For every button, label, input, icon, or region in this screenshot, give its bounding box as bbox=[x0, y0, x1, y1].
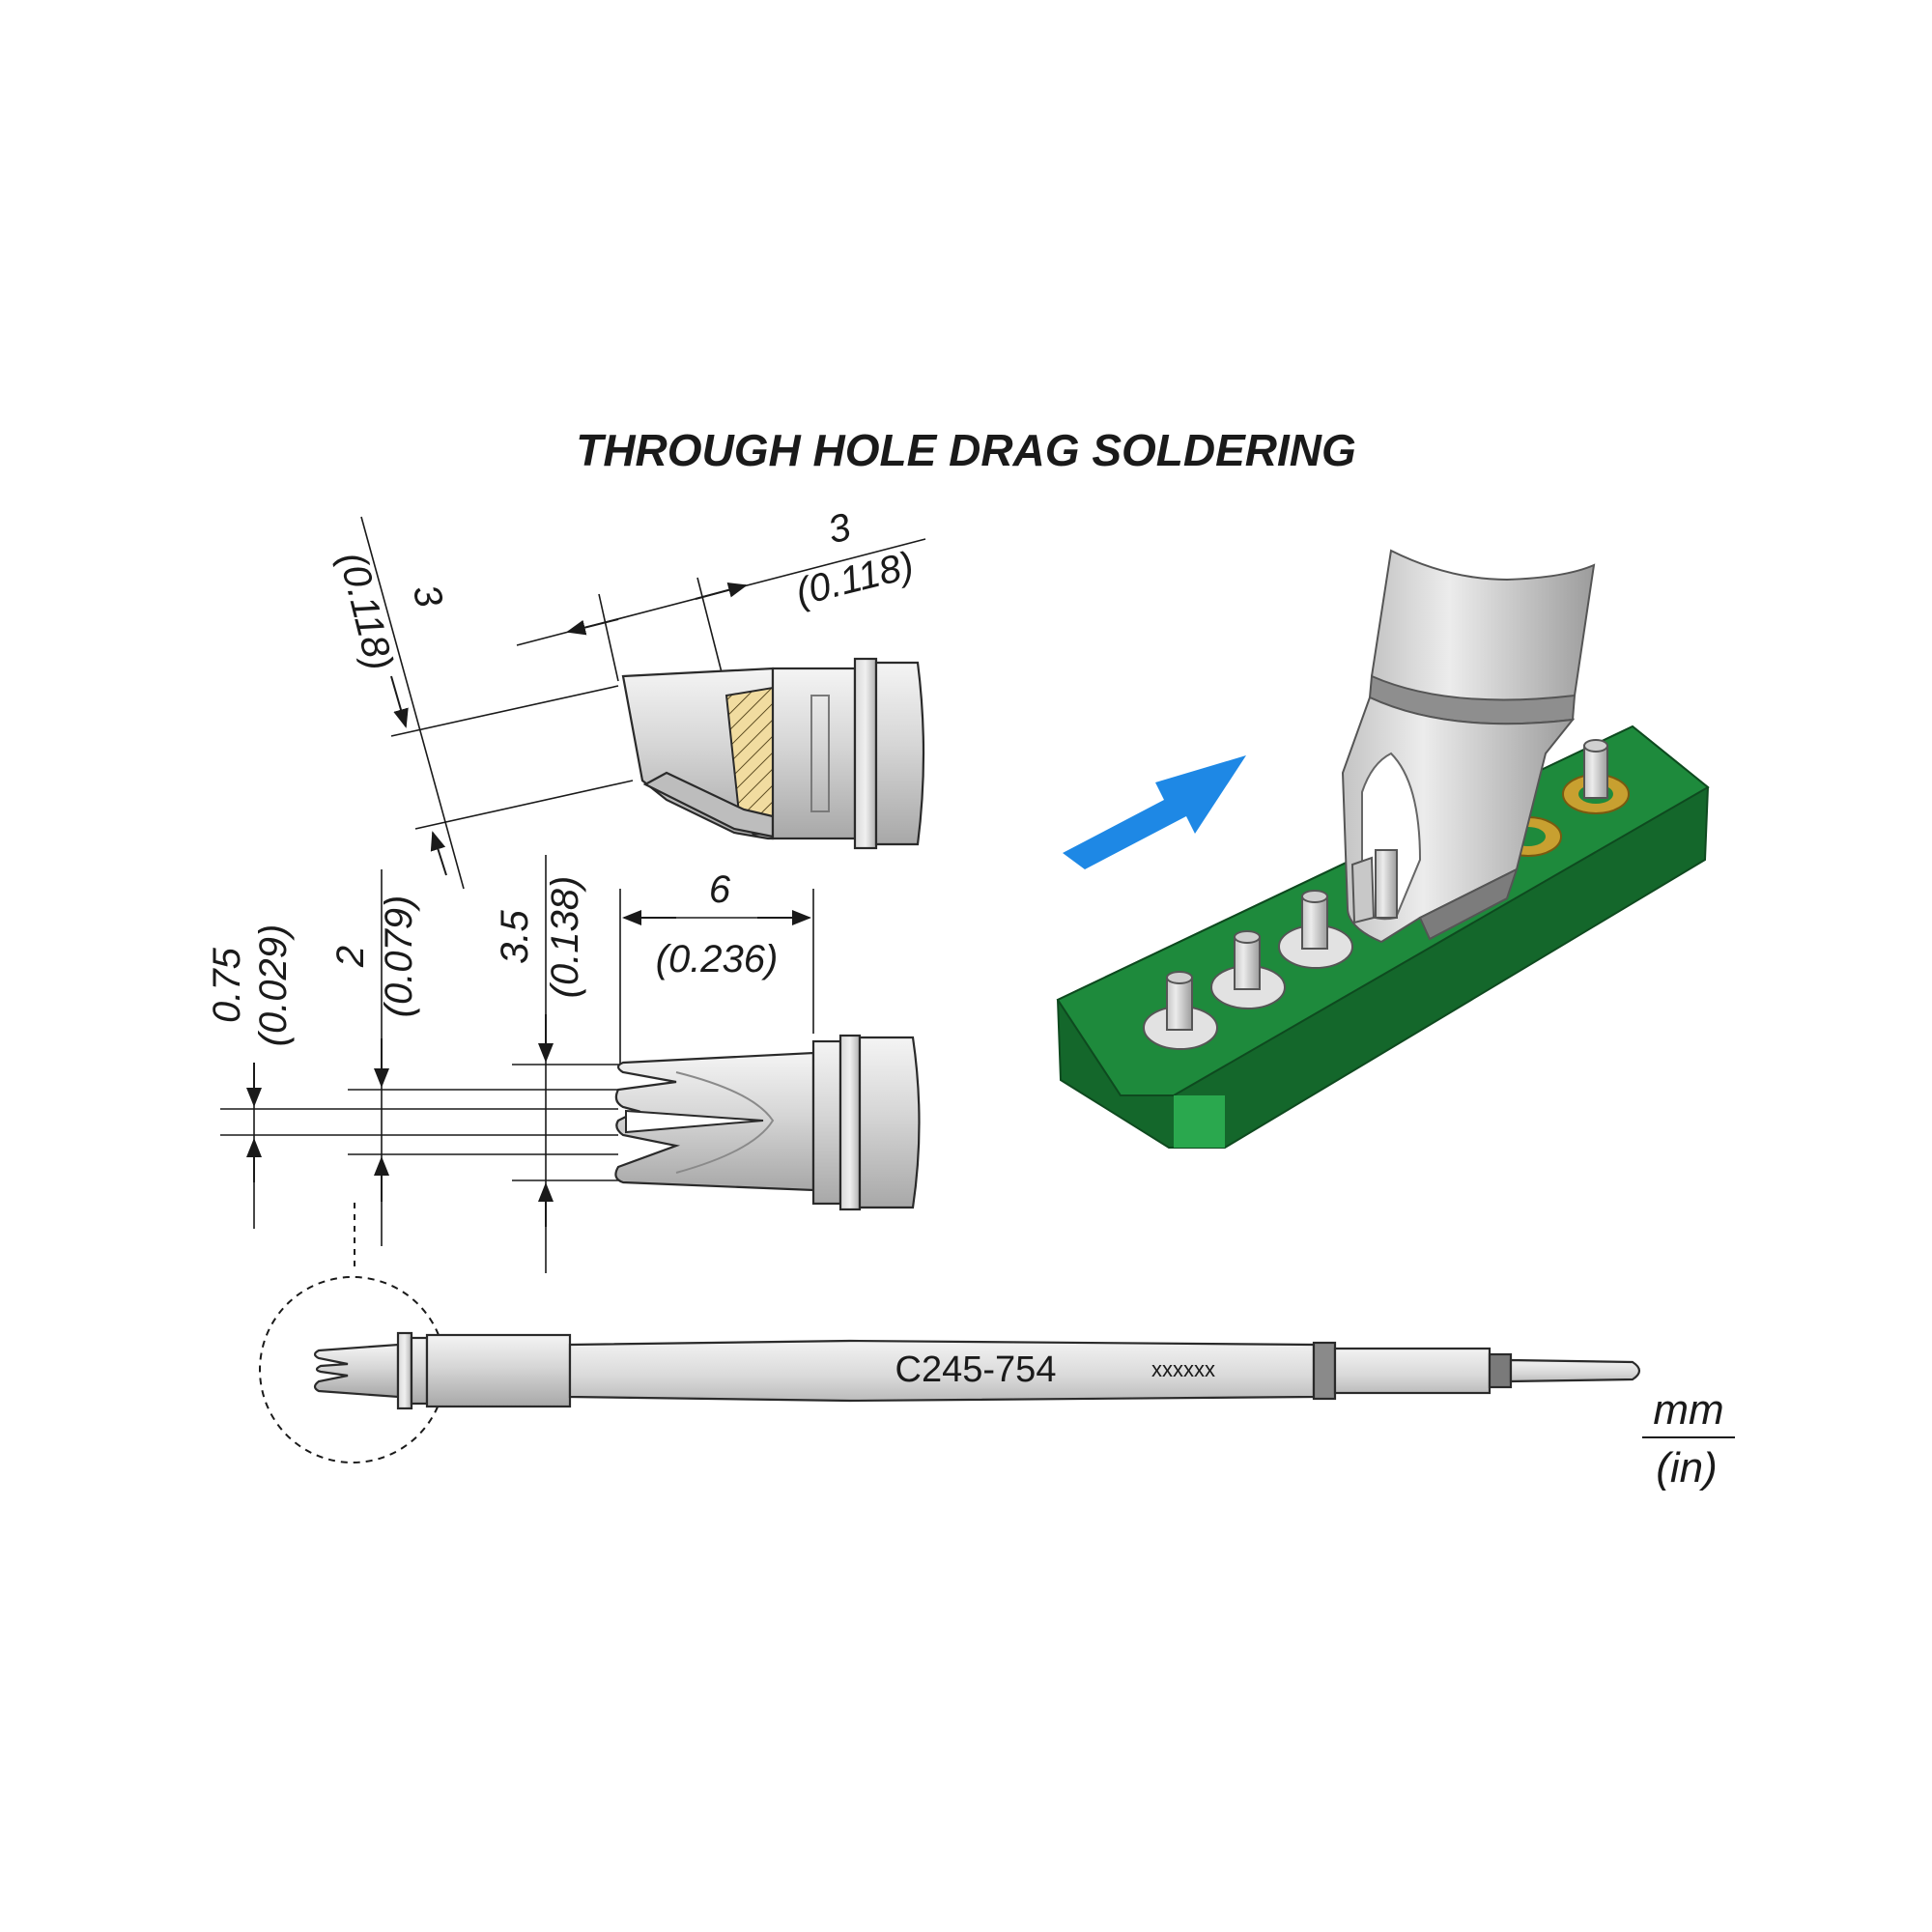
fork-sleeve bbox=[858, 1036, 921, 1209]
extension-line bbox=[390, 685, 619, 737]
tip-side-collar bbox=[771, 667, 857, 840]
dim-slot-mm: 0.75 bbox=[206, 947, 248, 1023]
dimension-arrow bbox=[695, 582, 748, 600]
dim-tip-width-in: (0.138) bbox=[544, 876, 586, 999]
dim-prong-mm: 2 bbox=[329, 946, 372, 968]
dim-side-thickness-in: (0.118) bbox=[330, 548, 401, 674]
dim-prong-in: (0.079) bbox=[378, 895, 420, 1018]
solder-joint bbox=[1210, 930, 1286, 1009]
dimension-line bbox=[360, 516, 465, 890]
pcb-pin-in-fork bbox=[1375, 849, 1398, 919]
top-view: 0.75 (0.029) 2 (0.079) 3.5 (0.138) 6 (0.… bbox=[206, 855, 921, 1273]
units-legend: mm (in) bbox=[1642, 1386, 1735, 1492]
side-view: 3 (0.118) 3 (0.118) bbox=[330, 505, 926, 890]
fork-collar bbox=[811, 1039, 842, 1206]
dimension-arrow bbox=[430, 831, 447, 876]
gold-pad bbox=[1562, 739, 1630, 814]
part-number: C245-754 bbox=[895, 1350, 1057, 1390]
cartridge-band bbox=[1312, 1341, 1337, 1401]
pcb-corner-facet bbox=[1174, 1095, 1225, 1148]
dimension-arrow bbox=[390, 675, 409, 728]
tip-side-sleeve bbox=[874, 661, 925, 846]
serial-number: xxxxxx bbox=[1151, 1357, 1215, 1381]
cartridge-rear-band bbox=[1488, 1352, 1513, 1389]
unit-secondary: (in) bbox=[1656, 1444, 1718, 1492]
drag-direction-arrow-icon bbox=[1063, 755, 1246, 869]
diagram-title: THROUGH HOLE DRAG SOLDERING bbox=[576, 425, 1356, 475]
extension-line bbox=[598, 593, 619, 682]
dim-side-width-mm: 3 bbox=[824, 505, 855, 552]
cartridge-fork bbox=[313, 1343, 400, 1399]
iron-handle-sleeve bbox=[1370, 549, 1596, 709]
cartridge-ring bbox=[396, 1331, 413, 1410]
iron-tip-bevel bbox=[1418, 867, 1519, 941]
extension-line bbox=[414, 780, 634, 830]
dim-tip-length-mm: 6 bbox=[709, 868, 731, 911]
cartridge-rear-shaft bbox=[1333, 1347, 1492, 1395]
solder-joint bbox=[1143, 971, 1218, 1050]
fork-ring bbox=[838, 1034, 862, 1211]
dim-slot-in: (0.029) bbox=[252, 924, 295, 1047]
tip-side-flat bbox=[810, 695, 830, 812]
fork-facet-line bbox=[675, 1071, 775, 1174]
cartridge-sleeve bbox=[425, 1333, 572, 1408]
dim-tip-width-mm: 3.5 bbox=[494, 909, 536, 963]
application-illustration bbox=[1056, 549, 1710, 1149]
cartridge-connector-pin bbox=[1509, 1358, 1641, 1383]
tip-side-ring bbox=[853, 657, 878, 850]
fork-slot bbox=[625, 1109, 764, 1134]
extension-line bbox=[696, 577, 724, 677]
dim-tip-length-in: (0.236) bbox=[656, 938, 779, 980]
dim-side-width-in: (0.118) bbox=[791, 544, 918, 614]
dimension-arrow bbox=[566, 618, 619, 636]
unit-primary: mm bbox=[1653, 1386, 1723, 1434]
cartridge-full: C245-754 xxxxxx bbox=[259, 1203, 1641, 1463]
solder-joint bbox=[1278, 890, 1353, 969]
cartridge-collar bbox=[410, 1336, 429, 1406]
iron-tip-prong bbox=[1350, 856, 1376, 924]
dim-side-thickness-mm: 3 bbox=[405, 581, 451, 611]
